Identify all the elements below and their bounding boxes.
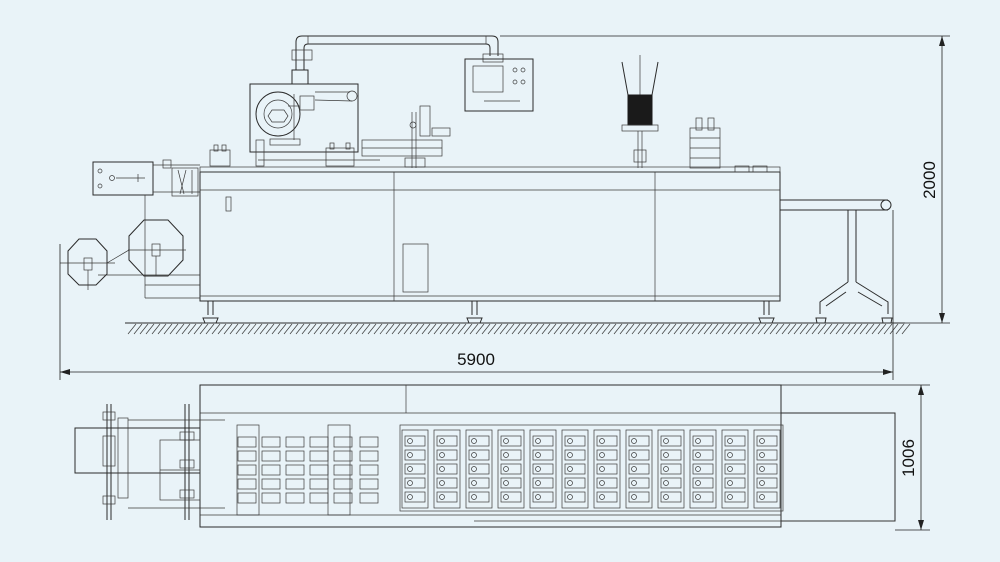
- side-view: 2000 5900: [59, 35, 950, 380]
- film-reel-2: [128, 219, 186, 277]
- plan-feed-mechanism: [74, 404, 225, 520]
- height-dimension: 2000: [500, 35, 950, 324]
- access-panel: [402, 243, 429, 293]
- sealing-station: [689, 117, 768, 173]
- filling-hopper: [621, 55, 659, 168]
- film-roll-station: [249, 83, 359, 153]
- control-panel: [464, 58, 534, 112]
- machine-feet: [202, 301, 775, 324]
- width-dimension: 1006: [781, 384, 930, 531]
- switch: [225, 196, 232, 212]
- unwind-frame: [92, 159, 200, 299]
- length-dimension-label: 5900: [457, 350, 495, 369]
- width-dimension-label: 1006: [899, 439, 918, 477]
- overhead-duct: [291, 35, 504, 85]
- blister-cavity-grid: [236, 424, 784, 516]
- length-dimension: 5900: [59, 210, 894, 380]
- plan-output-conveyor: [780, 412, 896, 522]
- film-reel-1: [60, 238, 115, 290]
- output-conveyor: [780, 199, 893, 324]
- plan-view: 1006: [74, 384, 930, 531]
- height-dimension-label: 2000: [920, 161, 939, 199]
- ground-line: [125, 322, 911, 335]
- plan-body: [199, 384, 782, 528]
- upper-stations: [209, 105, 451, 168]
- machine-body: [199, 171, 781, 302]
